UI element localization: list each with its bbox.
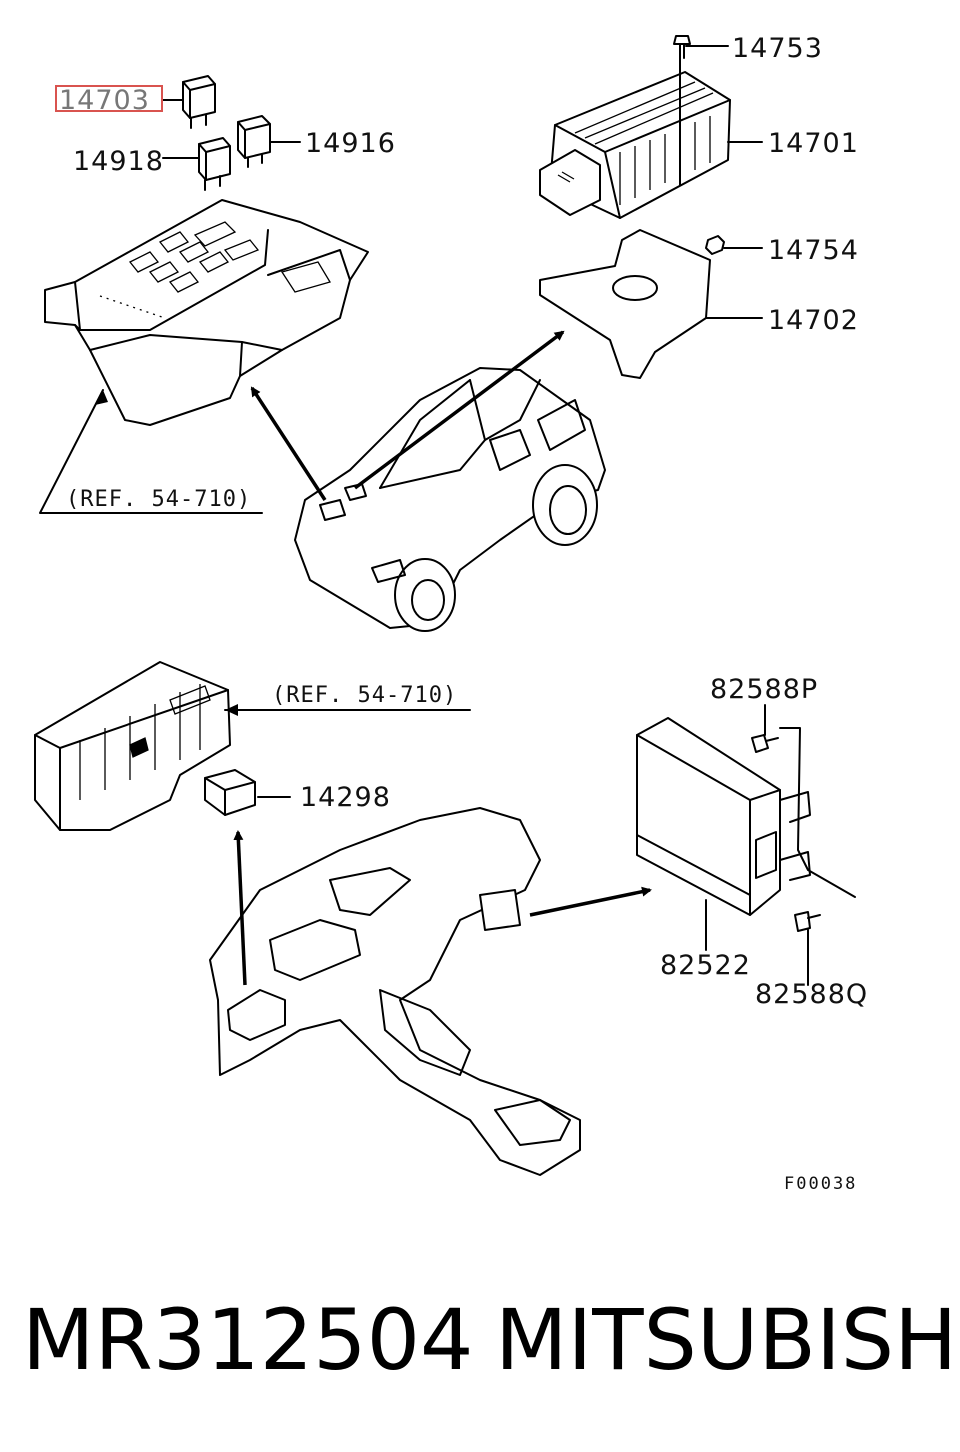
- dashboard-drawing: [209, 807, 581, 1176]
- figure-code: F00038: [784, 1174, 857, 1194]
- fuse-panel-bottom-drawing: [34, 661, 231, 831]
- callout-82588p: 82588P: [710, 674, 818, 705]
- relay-14916-drawing: [237, 115, 271, 168]
- parts-diagram: 14703 14918 14916 14753 14701 14754 1470…: [34, 33, 868, 1194]
- ref-label-top: (REF. 54-710): [66, 487, 251, 512]
- relay-14918-drawing: [198, 137, 231, 191]
- bracket-14702-drawing: [539, 229, 731, 379]
- fuse-box-top-drawing: [44, 199, 369, 426]
- brand-name: MITSUBISHI: [495, 1291, 960, 1389]
- callout-14918: 14918: [73, 146, 164, 177]
- control-unit-82522-drawing: [636, 717, 811, 916]
- caption-bar: MR312504 MITSUBISHI: [0, 1285, 960, 1405]
- callout-14916: 14916: [305, 128, 396, 159]
- ref-leader-top: [39, 389, 263, 514]
- callout-14701: 14701: [768, 128, 859, 159]
- callout-14298: 14298: [300, 782, 391, 813]
- callout-14753: 14753: [732, 33, 823, 64]
- relay-14298-drawing: [204, 769, 256, 816]
- nut-14754-drawing: [705, 235, 725, 255]
- relay-14703-drawing: [182, 75, 216, 129]
- screw-82588q-drawing: [794, 911, 821, 932]
- highlight-box: [55, 85, 163, 112]
- callout-82522: 82522: [660, 950, 751, 981]
- screw-14753-drawing: [673, 35, 691, 59]
- callout-14703[interactable]: 14703: [59, 85, 150, 116]
- callout-14754: 14754: [768, 235, 859, 266]
- screw-82588p-drawing: [751, 734, 779, 753]
- vehicle-drawing: [294, 367, 606, 632]
- callout-14702: 14702: [768, 305, 859, 336]
- part-number: MR312504: [22, 1291, 474, 1389]
- control-module-14701-drawing: [539, 71, 731, 219]
- callout-82588q: 82588Q: [755, 979, 868, 1010]
- ref-label-bottom: (REF. 54-710): [272, 683, 457, 708]
